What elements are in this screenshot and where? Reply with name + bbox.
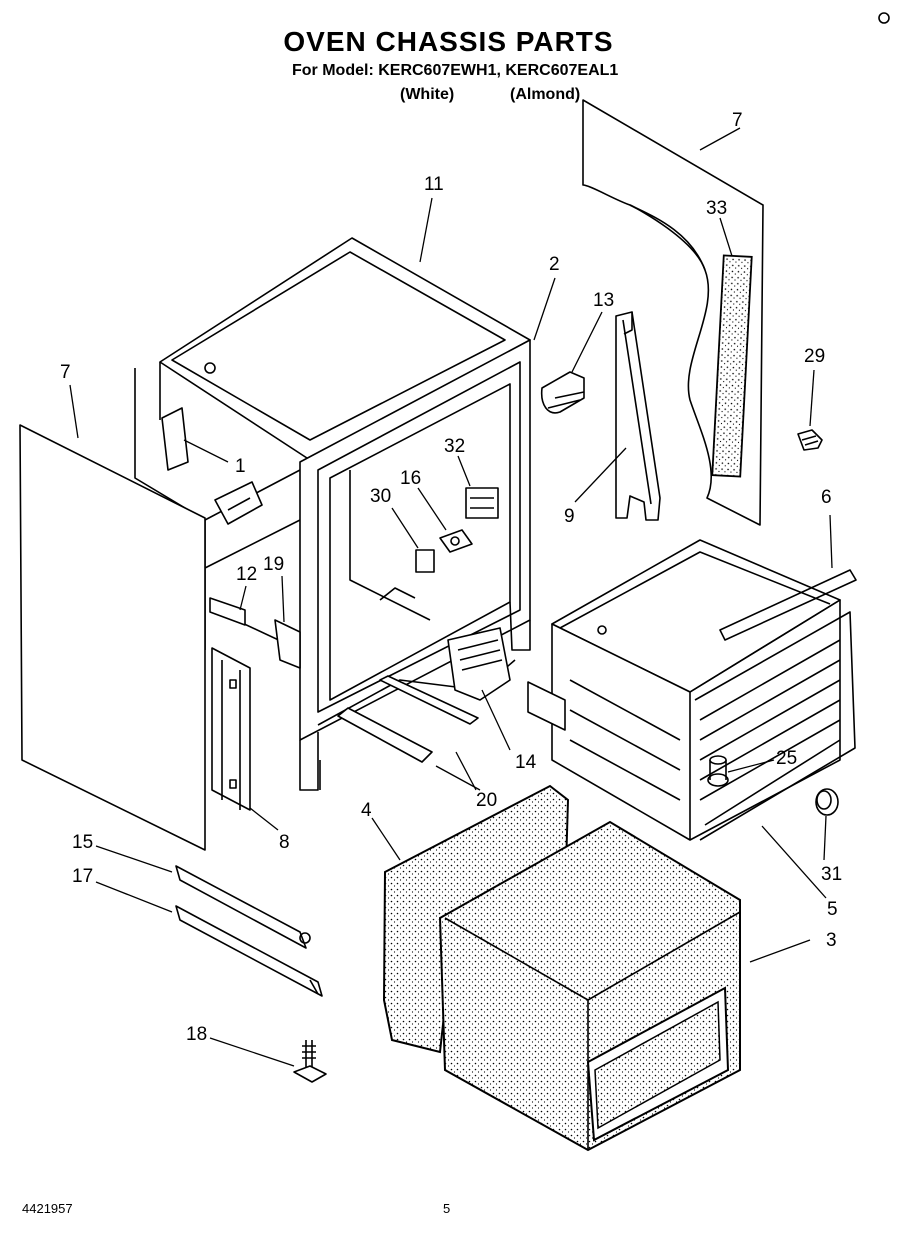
leader-lines: [69, 127, 833, 1067]
document-number: 4421957: [22, 1201, 73, 1216]
side-panel: [19, 424, 206, 851]
corner-mark: [878, 12, 890, 24]
side-rail-15: [175, 865, 311, 949]
bracket-part: [540, 371, 585, 414]
callout-14: 14: [515, 752, 537, 773]
callout-12: 12: [236, 564, 257, 585]
leveling-leg: [293, 1040, 327, 1083]
callout-29: 29: [804, 346, 825, 367]
callout-30: 30: [370, 486, 391, 507]
callout-18: 18: [186, 1024, 207, 1045]
callout-32: 32: [444, 436, 465, 457]
callout-20: 20: [476, 790, 497, 811]
callout-2: 2: [549, 254, 560, 275]
color-white-label: (White): [400, 86, 455, 103]
control-box: [447, 627, 511, 701]
insulation-wrap: [438, 820, 741, 1152]
color-almond-label: (Almond): [510, 86, 581, 103]
bracket-19: [274, 619, 301, 669]
small-bracket: [161, 407, 189, 471]
callout-17: 17: [72, 866, 93, 887]
callout-7-side: 7: [60, 362, 71, 383]
callout-4: 4: [361, 800, 372, 821]
callout-5: 5: [827, 899, 838, 920]
bracket-12: [209, 597, 246, 626]
callout-3: 3: [826, 930, 837, 951]
model-line: For Model: KERC607EWH1, KERC607EAL1: [292, 62, 619, 79]
side-rail-17: [175, 905, 323, 997]
callout-1: 1: [235, 456, 246, 477]
page-title: OVEN CHASSIS PARTS: [283, 26, 614, 57]
callout-33: 33: [706, 198, 727, 219]
callout-16: 16: [400, 468, 421, 489]
floor-rails: [337, 675, 479, 763]
callout-31: 31: [821, 864, 842, 885]
callout-labels: 1 2 3 4 5 6 7 7 8 9 11 12 13 14 15 16 17…: [60, 110, 842, 1045]
callout-15: 15: [72, 832, 93, 853]
channel-rail: [615, 311, 661, 521]
callout-6: 6: [821, 487, 832, 508]
callout-13: 13: [593, 290, 614, 311]
callout-19: 19: [263, 554, 284, 575]
callout-11: 11: [424, 174, 444, 195]
callout-8: 8: [279, 832, 290, 853]
transformer-part: [465, 487, 499, 519]
oven-liner: [527, 539, 857, 841]
page-number: 5: [443, 1201, 451, 1216]
callout-9: 9: [564, 506, 575, 527]
callout-25: 25: [776, 748, 797, 769]
insulation-strip: [711, 254, 753, 478]
mounting-rail: [211, 647, 251, 811]
relay-part: [415, 549, 435, 573]
callout-7-rear: 7: [732, 110, 743, 131]
knob-part: [815, 788, 839, 816]
switch-part: [439, 529, 473, 553]
screw-part: [797, 429, 823, 451]
